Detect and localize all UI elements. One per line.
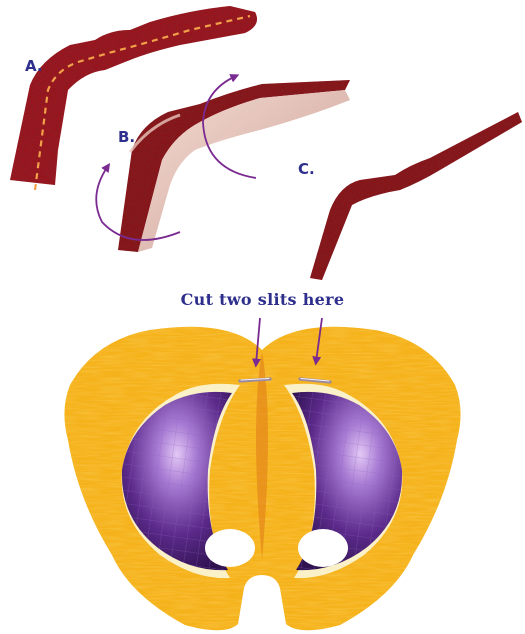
fly-mask [64, 318, 460, 630]
antenna-step-c [310, 112, 522, 280]
step-a-label: A. [25, 57, 43, 75]
step-b-label: B. [118, 128, 135, 146]
cut-slits-caption: Cut two slits here [0, 290, 525, 309]
step-c-label: C. [298, 160, 315, 178]
left-eye-hole [205, 529, 255, 567]
right-eye-hole [298, 529, 348, 567]
